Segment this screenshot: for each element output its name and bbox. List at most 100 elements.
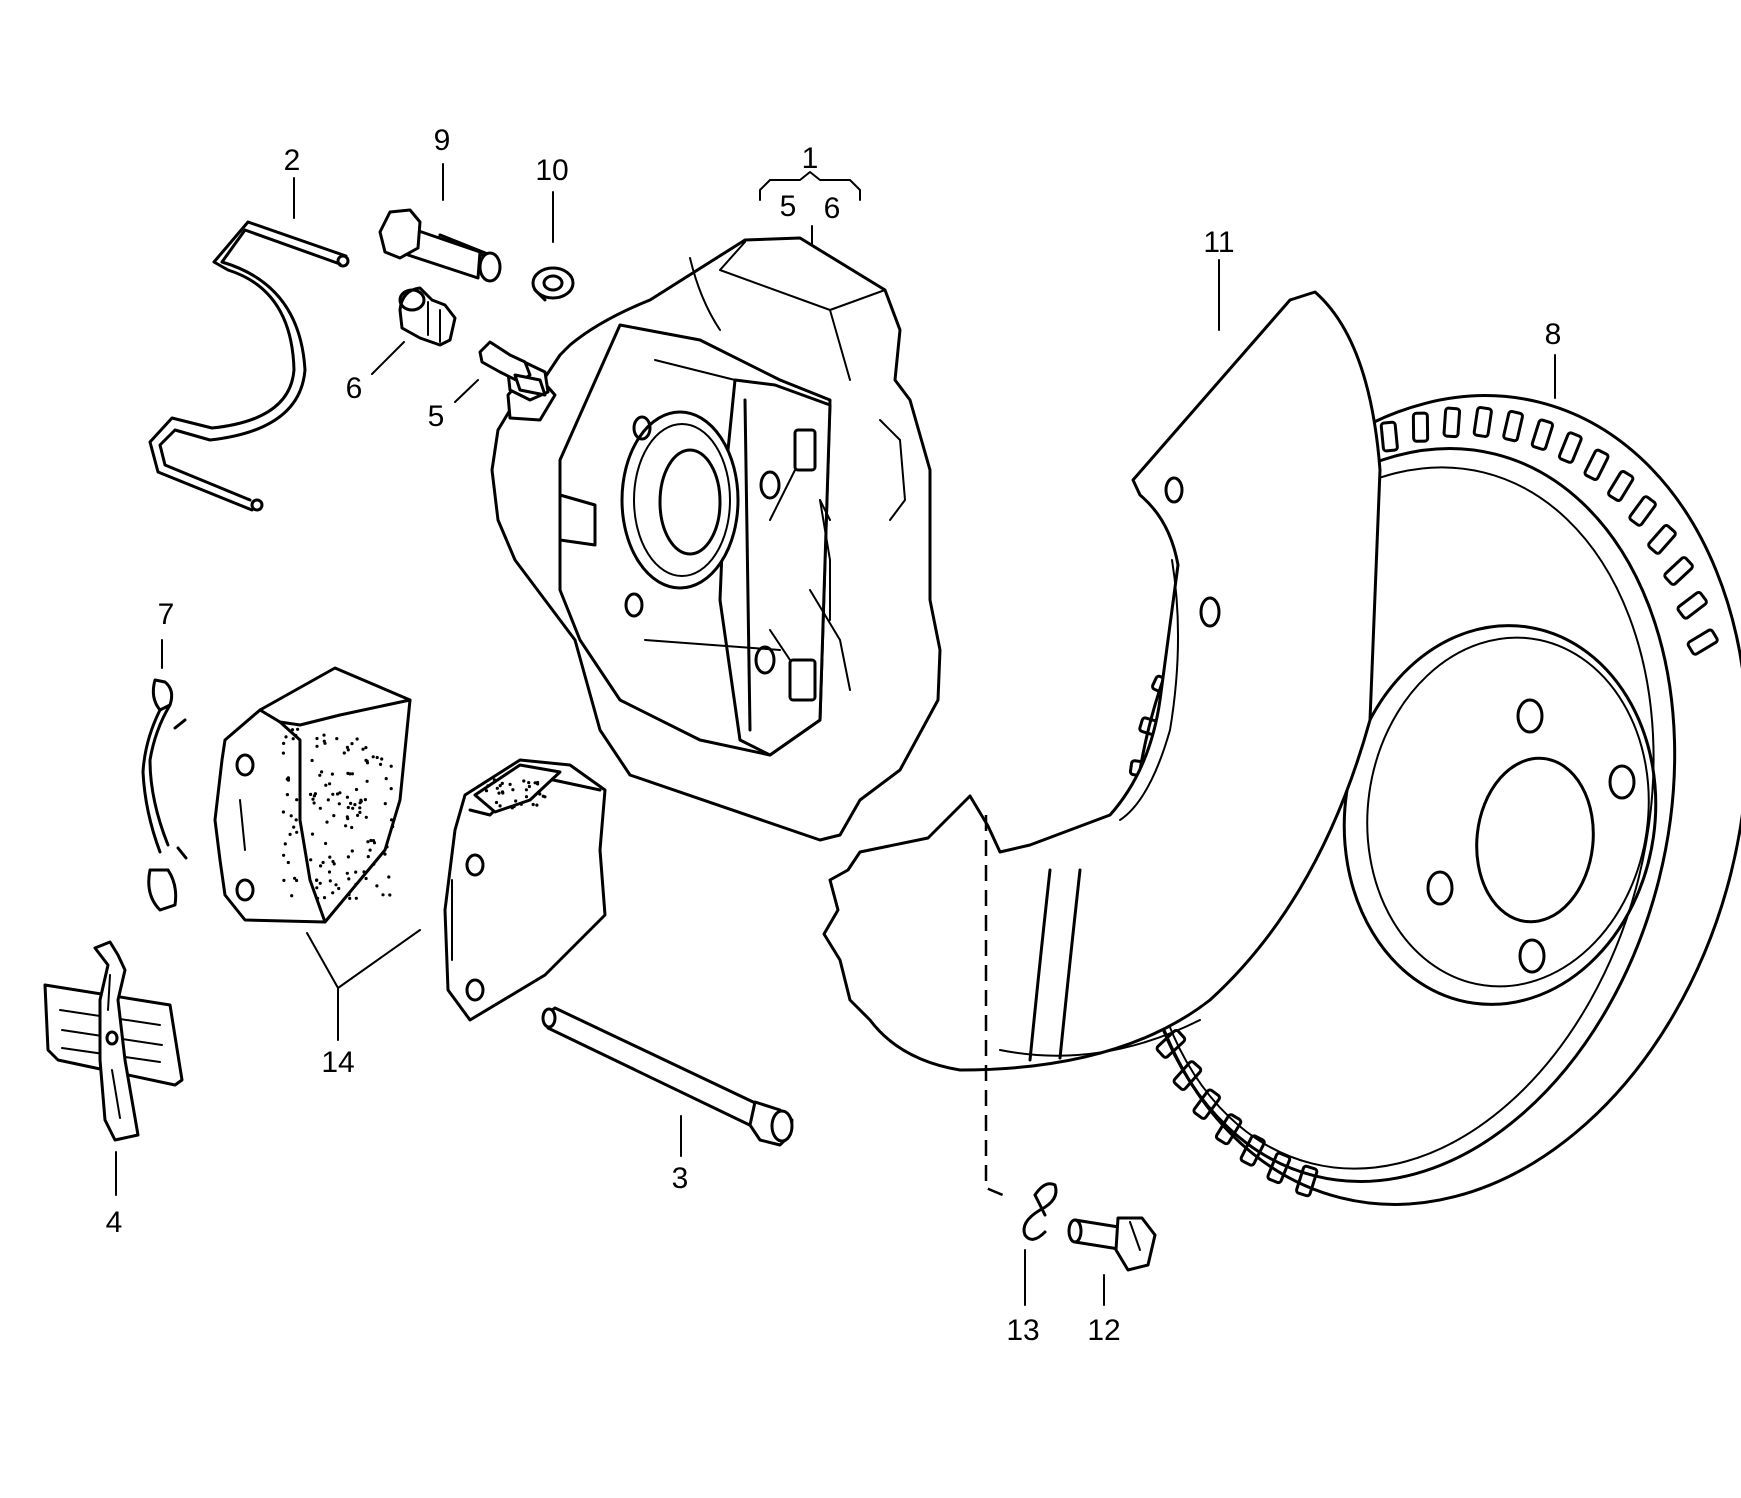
speckle — [365, 779, 369, 783]
speckle — [335, 792, 340, 796]
leader-lines — [115, 163, 1556, 1306]
speckle — [328, 879, 332, 883]
callout-9: 9 — [434, 124, 451, 157]
callout-7: 7 — [158, 598, 175, 631]
speckle — [286, 860, 290, 865]
speckle — [288, 832, 292, 837]
speckle — [500, 790, 505, 794]
vent-slot — [1155, 1028, 1187, 1059]
speckle — [368, 848, 372, 852]
speckle — [312, 794, 316, 798]
speckle — [524, 795, 529, 799]
retaining-spring-2 — [148, 220, 350, 512]
pad-friction-texture-right — [484, 778, 547, 810]
pad-friction-texture-left — [281, 727, 395, 901]
speckle — [290, 728, 295, 732]
speckle — [383, 852, 387, 856]
speckle — [533, 781, 537, 785]
speckle — [484, 789, 489, 793]
speckle — [348, 896, 352, 901]
speckle — [345, 871, 349, 875]
speckle — [364, 758, 368, 763]
speckle — [292, 825, 296, 829]
speckle — [318, 881, 322, 885]
speckle — [282, 741, 286, 746]
vent-slot — [1172, 1060, 1203, 1091]
speckle — [353, 803, 357, 807]
speckle — [380, 757, 384, 761]
speckle — [320, 770, 324, 774]
vent-slot — [1647, 524, 1677, 555]
spring-washer-10 — [531, 266, 575, 302]
callout-11: 11 — [1203, 226, 1234, 259]
speckle — [535, 803, 539, 807]
callout-5: 5 — [428, 400, 445, 433]
speckle — [387, 875, 391, 879]
speckle — [284, 735, 288, 739]
speckle — [361, 747, 365, 751]
speckle — [328, 855, 332, 859]
speckle — [365, 761, 370, 765]
dust-cap-6 — [398, 286, 457, 347]
speckle — [344, 824, 348, 828]
callout-1-sub-5: 5 — [780, 190, 797, 223]
callout-8: 8 — [1545, 318, 1562, 351]
callout-10: 10 — [535, 154, 568, 187]
speckle — [338, 791, 342, 795]
vent-slot — [1192, 1088, 1221, 1120]
vent-slot — [1663, 556, 1694, 586]
speckle — [294, 818, 298, 822]
callout-6: 6 — [346, 372, 363, 405]
speckle — [351, 806, 355, 810]
speckle — [318, 806, 322, 810]
speckle — [345, 815, 349, 819]
callout-3: 3 — [672, 1162, 689, 1195]
speckle — [315, 744, 319, 748]
callout-1: 1 — [802, 142, 819, 175]
speckle — [375, 755, 379, 760]
speckle — [282, 878, 286, 883]
vent-slot — [1472, 406, 1493, 438]
speckle — [486, 784, 490, 788]
speckle — [350, 772, 354, 776]
speckle — [388, 893, 392, 897]
speckle — [346, 805, 350, 810]
speckle — [316, 896, 320, 901]
speckle — [309, 792, 313, 797]
speckle — [500, 781, 504, 786]
speckle — [363, 798, 367, 802]
speckle — [325, 820, 329, 824]
speckle — [527, 781, 531, 785]
brake-pad-right — [443, 758, 607, 1022]
speckle — [332, 862, 336, 866]
speckle — [312, 801, 316, 805]
callout-13: 13 — [1006, 1314, 1039, 1347]
speckle — [536, 782, 540, 786]
assembly-dashed-line — [984, 815, 1011, 1200]
speckle — [322, 896, 327, 900]
hex-bolt-12 — [1067, 1216, 1157, 1272]
speckle — [331, 792, 335, 796]
speckle — [379, 762, 383, 767]
speckle — [355, 737, 359, 741]
speckle — [315, 878, 319, 883]
speckle — [492, 778, 496, 782]
vent-slot — [1442, 406, 1462, 439]
callout-2: 2 — [284, 144, 301, 177]
speckle — [372, 862, 376, 866]
speckle — [364, 746, 368, 750]
speckle — [281, 810, 285, 814]
speckle — [310, 758, 314, 763]
speckle — [347, 877, 351, 881]
speckle — [310, 832, 315, 836]
speckle — [293, 876, 297, 880]
speckle — [291, 737, 295, 741]
speckle — [508, 782, 512, 787]
speckle — [334, 883, 338, 887]
speckle — [345, 745, 349, 750]
speckle — [366, 855, 370, 859]
vent-slot — [1583, 448, 1610, 481]
speckle — [498, 804, 502, 808]
